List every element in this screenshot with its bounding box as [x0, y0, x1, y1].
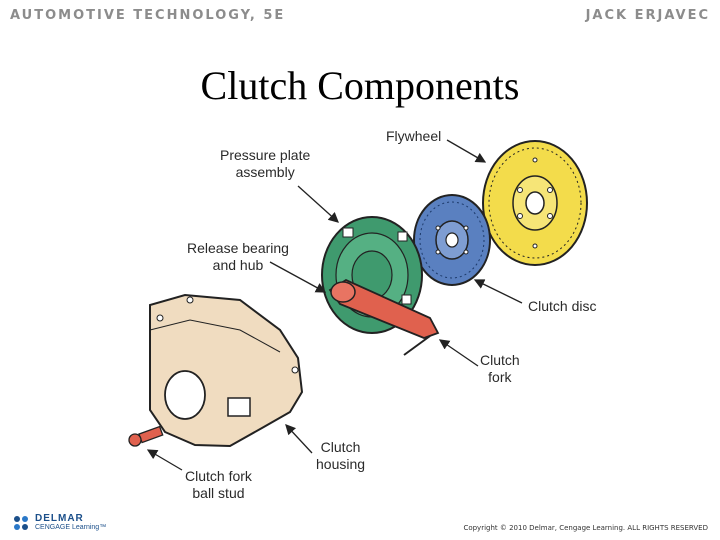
release-bearing-arrow — [269, 261, 327, 293]
slide-title: Clutch Components — [200, 63, 520, 108]
label-pressure-plate-assembly: Pressure plate assembly — [220, 147, 310, 181]
label-release-bearing-line1: Release bearing — [187, 240, 289, 256]
label-ball-stud-line2: ball stud — [192, 485, 245, 501]
logo-subtitle: CENGAGE Learning™ — [35, 524, 107, 531]
author-name: JACK ERJAVEC — [585, 8, 710, 23]
label-pressure-plate-line1: Pressure plate — [220, 147, 311, 163]
flywheel-arrow — [446, 139, 487, 163]
label-clutch-housing-line1: Clutch — [320, 439, 361, 455]
pressure-plate-arrow — [297, 185, 339, 223]
copyright-notice: Copyright © 2010 Delmar, Cengage Learnin… — [463, 524, 708, 532]
label-release-bearing-line2: and hub — [212, 257, 264, 273]
clutch-housing — [149, 293, 304, 448]
clutch-housing-arrow — [285, 424, 313, 454]
label-release-bearing: Release bearing and hub — [187, 240, 289, 274]
ball-stud-arrow — [146, 449, 183, 471]
label-clutch-housing-line2: housing — [316, 456, 366, 472]
delmar-logo-icon — [14, 516, 28, 530]
clutch-disc — [413, 194, 491, 286]
label-clutch-fork: Clutch fork — [480, 352, 520, 386]
label-ball-stud-line1: Clutch fork — [185, 468, 252, 484]
label-pressure-plate-line2: assembly — [235, 164, 295, 180]
clutch-fork-arrow — [438, 339, 479, 367]
label-flywheel: Flywheel — [386, 128, 442, 144]
label-ball-stud: Clutch fork ball stud — [185, 468, 252, 502]
publisher-logo: DELMAR CENGAGE Learning™ — [12, 514, 106, 532]
label-clutch-housing: Clutch housing — [316, 439, 365, 473]
book-title: AUTOMOTIVE TECHNOLOGY, 5E — [10, 8, 286, 23]
clutch-fork — [328, 278, 440, 356]
logo-name: DELMAR — [35, 513, 84, 524]
label-clutch-disc: Clutch disc — [528, 298, 597, 314]
label-clutch-fork-line2: fork — [488, 369, 512, 385]
clutch-disc-arrow — [473, 279, 523, 304]
label-clutch-fork-line1: Clutch — [480, 352, 520, 368]
clutch-fork-ball-stud — [128, 425, 164, 447]
flywheel — [482, 140, 588, 266]
